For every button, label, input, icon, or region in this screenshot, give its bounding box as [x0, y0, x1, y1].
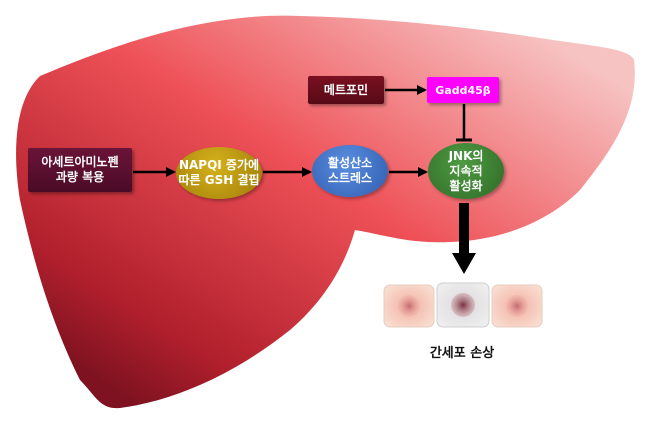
hepatocyte-left [383, 284, 435, 328]
oxidative-stress-node: 활성산소 스트레스 [312, 145, 388, 197]
hepatocyte-right [491, 284, 543, 328]
big-arrow-head [452, 253, 476, 274]
gadd45b-label: Gadd45β [435, 83, 491, 97]
liver-shape [16, 15, 635, 409]
metformin-box: 메트포민 [308, 76, 384, 104]
jnk-activation-node: JNK의 지속적 활성화 [428, 143, 504, 199]
big-arrow-shaft [459, 203, 469, 255]
gadd45b-box: Gadd45β [427, 77, 499, 103]
napqi-gsh-label: NAPQI 증가에 따른 GSH 결핍 [178, 158, 260, 187]
napqi-gsh-node: NAPQI 증가에 따른 GSH 결핍 [176, 147, 262, 199]
hepatocyte-damage-caption: 간세포 손상 [429, 346, 495, 361]
acetaminophen-overdose-box: 아세트아미노펜 과량 복용 [28, 148, 132, 192]
jnk-activation-label: JNK의 지속적 활성화 [448, 148, 484, 193]
acetaminophen-overdose-label: 아세트아미노펜 과량 복용 [41, 155, 119, 184]
hepatocyte-center-damaged [436, 282, 490, 328]
oxidative-stress-label: 활성산소 스트레스 [327, 156, 373, 185]
metformin-label: 메트포민 [323, 82, 369, 97]
